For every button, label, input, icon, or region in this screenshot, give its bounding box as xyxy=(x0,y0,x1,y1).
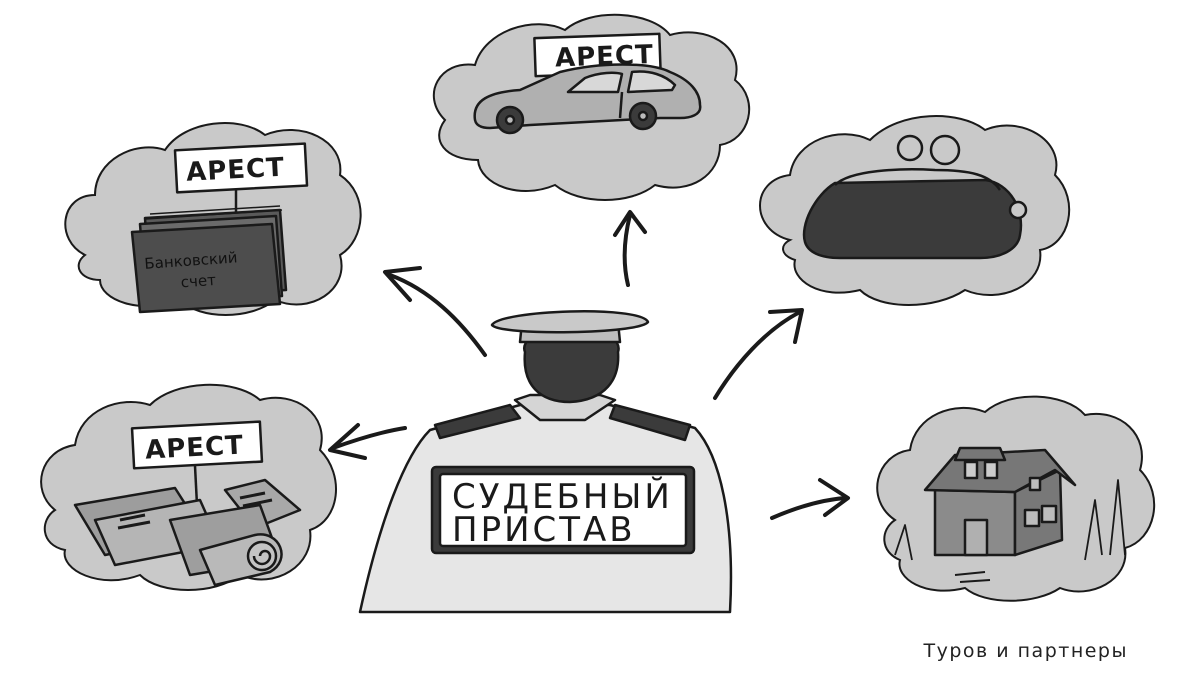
arrow-to-bank xyxy=(388,273,487,357)
arrow-to-papers-head xyxy=(328,423,367,460)
arrow-to-wallet-head xyxy=(768,308,804,344)
arrows xyxy=(328,210,850,520)
arrow-to-papers xyxy=(331,426,407,450)
arrow-to-house-head xyxy=(818,478,850,517)
wallet-icon xyxy=(802,134,1028,260)
badge-line1: СУДЕБНЫЙ xyxy=(452,476,673,517)
car-sign-text: АРЕСТ xyxy=(555,40,655,73)
bank-account-label-line2: счет xyxy=(180,271,217,291)
arrow-to-house xyxy=(770,496,847,520)
credit-text: Туров и партнеры xyxy=(923,640,1128,662)
arrow-to-car-head xyxy=(613,210,647,237)
arrow-to-wallet xyxy=(713,310,802,400)
car-icon xyxy=(473,32,702,135)
bank-card-icon xyxy=(130,142,309,314)
bank-sign-text: АРЕСТ xyxy=(185,153,285,188)
badge-line2: ПРИСТАВ xyxy=(452,510,636,550)
house-icon xyxy=(894,446,1126,583)
documents-icon xyxy=(73,420,302,587)
bailiff-figure xyxy=(358,310,733,614)
papers-sign-text: АРЕСТ xyxy=(144,431,244,466)
arrow-to-bank-head xyxy=(383,266,422,302)
arrow-to-car xyxy=(622,213,632,287)
